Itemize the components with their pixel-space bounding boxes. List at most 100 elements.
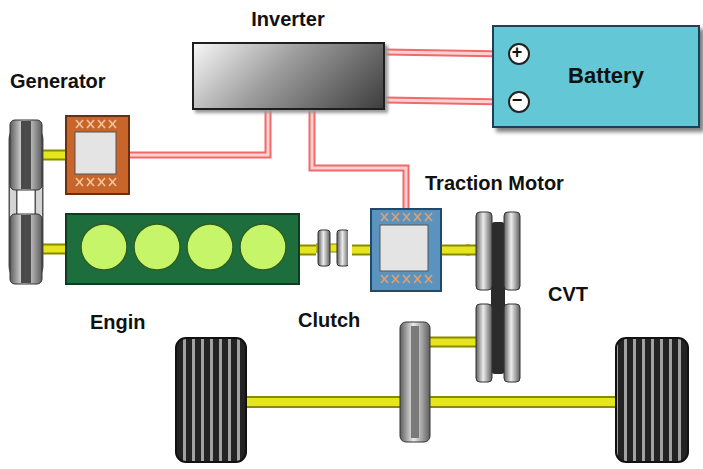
winding-mark: [425, 213, 432, 221]
component-drawing: [316, 228, 348, 268]
winding-mark: [109, 178, 116, 186]
power-cable: [130, 110, 268, 155]
cylinder: [134, 224, 180, 270]
clutch-plate: [318, 230, 330, 266]
component-drawing: [372, 210, 440, 290]
winding-mark: [381, 275, 388, 283]
drive-shaft: [300, 247, 316, 254]
winding-mark: [381, 213, 388, 221]
pulley: [10, 120, 42, 190]
winding-mark: [87, 120, 94, 128]
rotor: [75, 132, 116, 174]
winding-mark: [109, 120, 116, 128]
engine-block: Engin: [65, 213, 300, 285]
winding-mark: [76, 178, 83, 186]
winding-mark: [98, 178, 105, 186]
power-cable: [130, 110, 268, 155]
winding-mark: [414, 275, 421, 283]
drive-shaft: [352, 250, 370, 251]
component-label: CVT: [548, 283, 588, 306]
drive-shaft: [352, 247, 370, 254]
winding-mark: [425, 275, 432, 283]
winding-mark: [403, 275, 410, 283]
inverter-box: Inverter: [192, 42, 385, 110]
winding-mark: [98, 120, 105, 128]
winding-mark: [392, 275, 399, 283]
clutch-plate: [337, 230, 348, 266]
cylinder: [81, 224, 127, 270]
belt-drive: [10, 120, 66, 284]
winding-mark: [414, 213, 421, 221]
winding-mark: [98, 178, 105, 186]
component-label: Inverter: [251, 8, 324, 31]
winding-mark: [76, 120, 83, 128]
cylinder: [187, 224, 233, 270]
winding-mark: [403, 213, 410, 221]
winding-mark: [76, 120, 83, 128]
drive-shaft: [442, 247, 470, 254]
pulley-flange: [476, 212, 492, 290]
winding-mark: [98, 120, 105, 128]
component-label: Engin: [90, 311, 146, 334]
winding-mark: [403, 213, 410, 221]
cvt-pulleys: [466, 212, 520, 382]
generator-box: Generator: [65, 115, 130, 195]
drive-shaft: [442, 245, 470, 256]
winding-mark: [87, 178, 94, 186]
power-cable: [385, 100, 508, 102]
pulley-flange: [504, 212, 520, 290]
pulley-flange: [476, 304, 492, 382]
component-label: Generator: [10, 70, 106, 93]
power-cable: [385, 52, 508, 54]
winding-mark: [414, 275, 421, 283]
axle: [210, 396, 655, 408]
winding-mark: [403, 275, 410, 283]
component-label: Battery: [568, 63, 644, 88]
winding-mark: [392, 213, 399, 221]
wheel: [176, 338, 246, 462]
winding-mark: [425, 275, 432, 283]
drive-shaft: [300, 245, 316, 256]
cylinder: [240, 224, 286, 270]
winding-mark: [87, 120, 94, 128]
gear-hub: [411, 326, 419, 438]
winding-mark: [414, 213, 421, 221]
pulley-flange: [504, 304, 520, 382]
battery-box: Battery + −: [492, 25, 700, 128]
final-drive-gear: [400, 322, 430, 442]
component-drawing: [67, 117, 128, 193]
power-cable: [312, 110, 406, 208]
wheel: [616, 338, 688, 462]
component-label: Clutch: [298, 309, 360, 332]
pulley-groove: [21, 121, 31, 189]
winding-mark: [381, 213, 388, 221]
power-cable: [385, 52, 508, 54]
pulley-groove: [21, 215, 31, 283]
terminal-sign: −: [512, 90, 523, 111]
winding-mark: [109, 178, 116, 186]
power-cable: [385, 100, 508, 102]
power-cable: [312, 110, 406, 208]
winding-mark: [392, 275, 399, 283]
clutch-plates: Clutch: [316, 228, 352, 272]
component-drawing: [67, 215, 298, 283]
winding-mark: [76, 178, 83, 186]
axle: [210, 398, 655, 406]
drive-shaft: [300, 250, 316, 251]
traction-motor-box: Traction Motor: [370, 208, 442, 292]
terminal-sign: +: [512, 42, 523, 63]
pulley: [10, 214, 42, 284]
winding-mark: [381, 275, 388, 283]
winding-mark: [425, 213, 432, 221]
winding-mark: [87, 178, 94, 186]
rotor: [380, 225, 428, 271]
power-cable: [385, 100, 508, 102]
component-label: Traction Motor: [425, 172, 564, 195]
battery-terminal: +: [508, 43, 530, 65]
cvt-belt: [491, 222, 505, 374]
drive-shaft: [442, 250, 470, 251]
winding-mark: [392, 213, 399, 221]
battery-terminal: −: [508, 91, 530, 113]
power-cable: [312, 110, 406, 208]
